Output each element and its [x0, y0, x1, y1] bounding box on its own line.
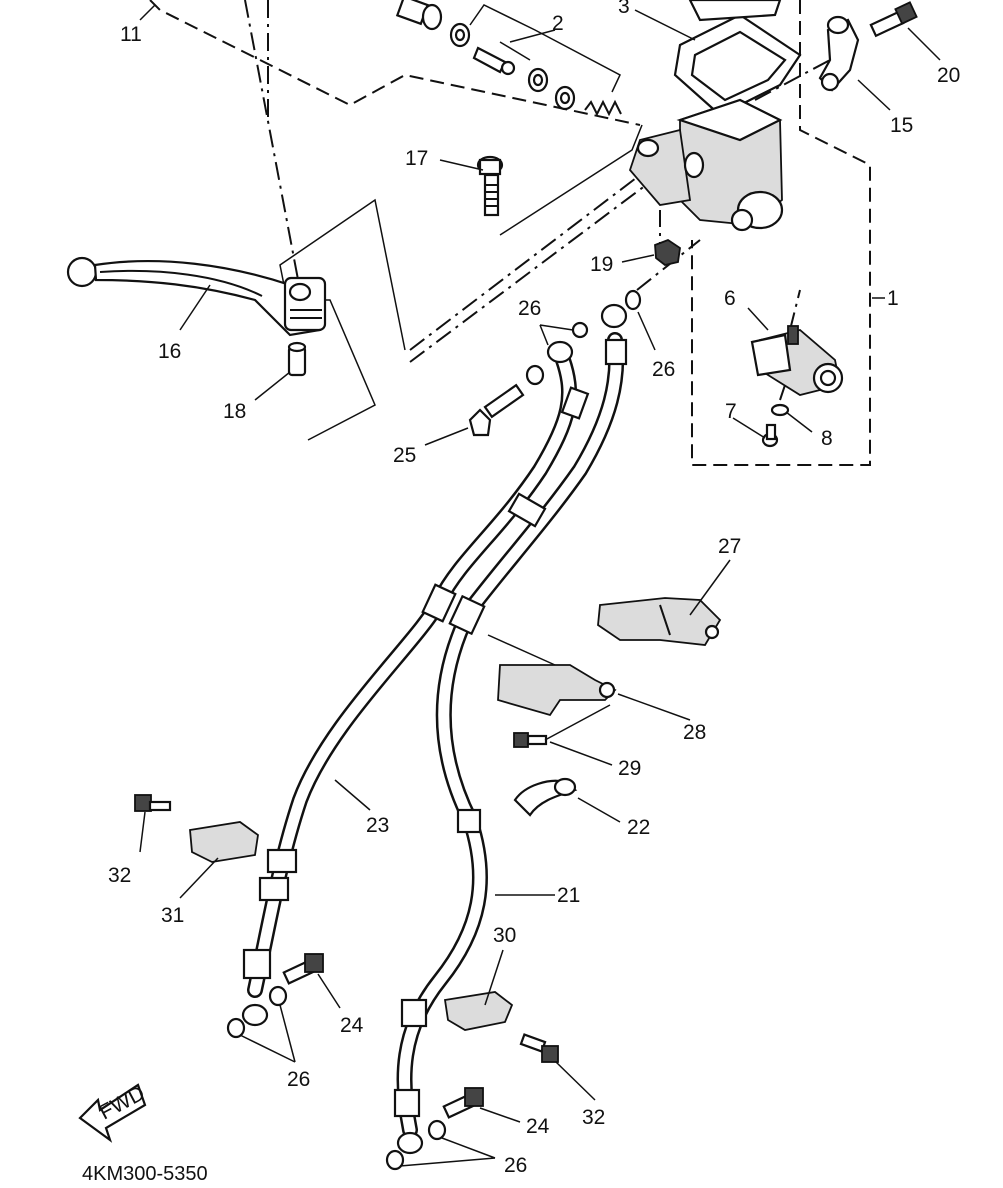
- brake-hose-21: [393, 303, 628, 1155]
- callout-26-lower-left: 26: [287, 1068, 310, 1091]
- screw-7: [761, 423, 779, 448]
- callout-2: 2: [552, 12, 564, 35]
- callout-32-left: 32: [108, 864, 131, 887]
- callout-18: 18: [223, 400, 246, 423]
- callout-29: 29: [618, 757, 641, 780]
- callout-1: 1: [887, 287, 899, 310]
- callout-24-right: 24: [526, 1115, 550, 1138]
- copper-washers-bottom: [226, 985, 447, 1171]
- hose-holder-30: [443, 991, 514, 1031]
- union-bolt-24-left: [282, 953, 324, 985]
- nut-19: [654, 238, 681, 266]
- copper-washers-top: [525, 289, 642, 386]
- callout-7: 7: [725, 400, 737, 423]
- callout-30: 30: [493, 924, 516, 947]
- assembly-outline-1: [691, 0, 885, 466]
- callout-31: 31: [161, 904, 184, 927]
- callout-17: 17: [405, 147, 428, 170]
- callout-27: 27: [718, 535, 741, 558]
- washer-8: [770, 403, 790, 417]
- callout-26-top-left: 26: [518, 297, 541, 320]
- bolt-32-right: [519, 1033, 559, 1063]
- assembly-outline-11: [139, 0, 641, 126]
- callout-23: 23: [366, 814, 389, 837]
- callout-26-top-right: 26: [652, 358, 675, 381]
- reservoir-diaphragm-3: [673, 0, 802, 117]
- part-callouts: 11 2 3 20 15 17 19 1 6 16 26 26 18 7 8 2…: [108, 0, 960, 1177]
- brake-hose-23: [241, 340, 590, 1027]
- callout-16: 16: [158, 340, 181, 363]
- piston-kit-2: [395, 0, 622, 117]
- callout-24-left: 24: [340, 1014, 364, 1037]
- brake-switch-6: [750, 325, 844, 396]
- hose-bracket-28: [487, 634, 617, 717]
- leader-lines: [139, 9, 941, 1167]
- callout-21: 21: [557, 884, 580, 907]
- callout-28: 28: [683, 721, 706, 744]
- collar-18: [287, 341, 307, 377]
- callout-26-bottom: 26: [504, 1154, 527, 1177]
- callout-32-right: 32: [582, 1106, 605, 1129]
- union-bolt-25: [468, 383, 525, 437]
- hose-holder-31: [189, 821, 259, 863]
- callout-8: 8: [821, 427, 833, 450]
- pivot-bolt-17: [476, 155, 504, 217]
- brake-lever-16: [66, 256, 327, 337]
- forward-direction-arrow-icon: FWD: [78, 1082, 149, 1143]
- callout-25: 25: [393, 444, 416, 467]
- bolt-20: [869, 1, 918, 38]
- master-cylinder-body: [628, 98, 784, 232]
- callout-15: 15: [890, 114, 913, 137]
- union-bolt-15: [818, 15, 860, 92]
- callout-22: 22: [627, 816, 650, 839]
- diagram-code: 4KM300-5350: [82, 1163, 208, 1185]
- hose-bracket-27: [597, 597, 722, 646]
- hose-joint: [507, 492, 547, 528]
- callout-3: 3: [618, 0, 630, 18]
- hose-clip-22: [513, 777, 578, 817]
- callout-6: 6: [724, 287, 736, 310]
- bolt-29: [513, 704, 611, 748]
- union-bolt-24-right: [442, 1087, 484, 1119]
- callout-20: 20: [937, 64, 960, 87]
- callout-19: 19: [590, 253, 613, 276]
- bolt-32-left: [134, 794, 172, 812]
- callout-11: 11: [120, 23, 142, 46]
